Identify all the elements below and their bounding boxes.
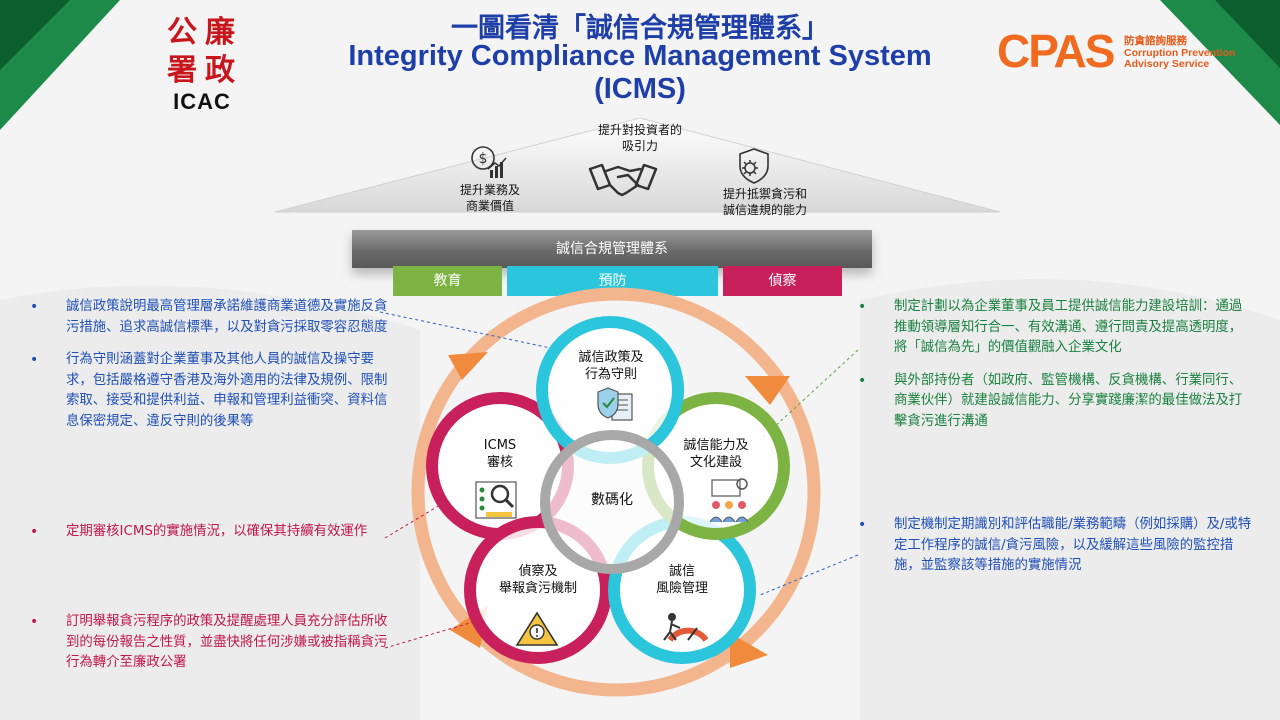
label-capacity: 誠信能力及 文化建設 — [683, 438, 749, 470]
cpas-logo-text: 防貪諮詢服務 Corruption Prevention Advisory Se… — [1124, 35, 1236, 71]
icac-seal-char-2: 廉 — [205, 15, 235, 50]
icac-seal-char-3: 署 — [167, 53, 197, 88]
label-risk: 誠信 風險管理 — [655, 564, 708, 596]
bullet-reporting: •訂明舉報貪污程序的政策及提醒處理人員充分評估所收到的每份報告之性質，並盡快將任… — [30, 614, 388, 670]
bullet-training: •制定計劃以為企業董事及員工提供誠信能力建設培訓：通過推動領導層知行合一、有效溝… — [858, 299, 1243, 355]
team-training-icon — [709, 478, 749, 523]
left-bullets-reporting: •訂明舉報貪污程序的政策及提醒處理人員充分評估所收到的每份報告之性質，並盡快將任… — [30, 612, 396, 686]
bullet-stakeholders: •與外部持份者（如政府、監管機構、反貪機構、行業同行、商業伙伴）就建設誠信能力、… — [858, 372, 1243, 429]
pillar-education: 教育 — [393, 266, 502, 296]
left-bullets-audit: •定期審核ICMS的實施情況，以確保其持續有效運作 — [30, 522, 396, 555]
roof-label-business-value: 提升業務及 商業價值 — [459, 183, 520, 213]
cpas-logo: CPAS — [997, 25, 1115, 77]
label-policy: 誠信政策及 行為守則 — [578, 350, 644, 382]
connector-policy — [379, 311, 561, 351]
cpas-en-1: Corruption Prevention — [1124, 46, 1236, 59]
dollar-growth-icon: $ — [471, 146, 507, 178]
svg-text:$: $ — [479, 151, 488, 167]
risk-gauge-icon — [663, 613, 709, 642]
top-left-corner-decoration — [0, 0, 120, 130]
circle-digital — [540, 430, 684, 574]
code-document-icon — [597, 387, 633, 421]
icac-seal-logo: 公 廉 署 政 — [163, 14, 239, 90]
system-bar: 誠信合規管理體系 — [352, 230, 872, 268]
label-reporting: 偵察及 舉報貪污機制 — [498, 564, 577, 596]
roof-label-investor-appeal: 提升對投資者的 吸引力 — [597, 123, 682, 153]
bullet-risk-management: •制定機制定期識別和評估職能/業務範疇（例如採購）及/或特定工作程序的誠信/貪污… — [858, 517, 1252, 573]
cpas-zh: 防貪諮詢服務 — [1124, 35, 1187, 47]
cycle-arrow-top-left — [448, 352, 488, 380]
icac-seal-char-4: 政 — [205, 53, 235, 88]
title-en-line2: (ICMS) — [594, 73, 686, 105]
label-digital: 數碼化 — [591, 492, 633, 508]
pillar-detection: 偵察 — [723, 266, 842, 296]
page-title-english: Integrity Compliance Management System (… — [250, 40, 1030, 106]
bullet-audit: •定期審核ICMS的實施情況，以確保其持續有效運作 — [30, 524, 368, 540]
shield-virus-icon — [739, 148, 769, 184]
connector-reporting — [384, 619, 481, 649]
page-title-chinese: 一圖看清「誠信合規管理體系」 — [451, 13, 829, 44]
right-bullets-capacity: •制定計劃以為企業董事及員工提供誠信能力建設培訓：通過推動領導層知行合一、有效溝… — [858, 297, 1254, 444]
label-audit: ICMS 審核 — [483, 438, 517, 470]
roof — [274, 117, 1001, 213]
icac-seal-char-1: 公 — [167, 15, 197, 50]
cycle-arrow-top-right — [745, 376, 790, 405]
magnifier-checklist-icon — [475, 481, 517, 519]
title-en-line1: Integrity Compliance Management System — [348, 40, 932, 72]
icac-logo-text: ICAC — [173, 89, 231, 114]
warning-sign-icon — [515, 611, 559, 646]
cpas-en-2: Advisory Service — [1124, 58, 1210, 70]
connector-risk — [759, 554, 859, 596]
handshake-icon — [588, 163, 658, 197]
cycle-arrow-bottom-right — [730, 633, 768, 668]
top-right-corner-decoration — [1160, 0, 1280, 125]
connector-audit — [384, 504, 441, 539]
cycle-ring — [411, 287, 821, 697]
right-bullets-risk: •制定機制定期識別和評估職能/業務範疇（例如採購）及/或特定工作程序的誠信/貪污… — [858, 515, 1254, 589]
bullet-code-of-conduct: •行為守則涵蓋對企業董事及其他人員的誠信及操守要求，包括嚴格遵守香港及海外適用的… — [30, 352, 388, 429]
left-bullets-top: •誠信政策說明最高管理層承諾維護商業道德及實施反貪污措施、追求高誠信標準，以及對… — [30, 297, 396, 444]
bullet-policy: •誠信政策說明最高管理層承諾維護商業道德及實施反貪污措施、追求高誠信標準，以及對… — [30, 299, 388, 335]
roof-label-resilience: 提升抵禦貪污和 誠信違規的能力 — [722, 187, 807, 217]
